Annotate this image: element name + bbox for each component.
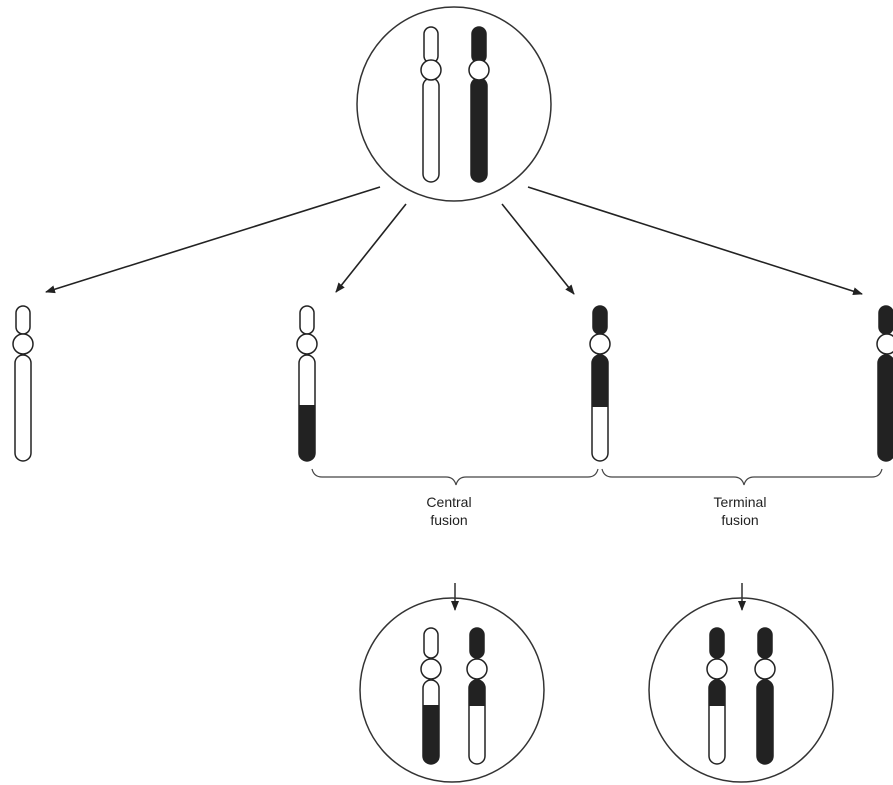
centromere (296, 333, 318, 355)
centromere (589, 333, 611, 355)
parent-cell (356, 6, 552, 202)
product-chromosome-2 (296, 305, 318, 462)
arrow-4 (527, 186, 863, 296)
central-brace (311, 468, 599, 486)
centromere (420, 59, 442, 81)
terminal-brace (601, 468, 883, 486)
central-label-line2: fusion (430, 512, 467, 528)
arrows (45, 186, 863, 296)
cell-outline (356, 6, 552, 202)
product-chromosome-4 (876, 305, 893, 462)
terminal-label-line2: fusion (721, 512, 758, 528)
product-chromosome-3 (589, 305, 611, 462)
arrow-2 (335, 203, 407, 293)
product-chromosome-1 (12, 305, 34, 462)
central-label-line1: Central (426, 494, 471, 510)
centromere (12, 333, 34, 355)
chromosome-white-black-end (420, 627, 442, 765)
chromosome-black (468, 26, 490, 183)
centromere (706, 658, 728, 680)
centromere (876, 333, 893, 355)
centromere (466, 658, 488, 680)
arrow-3 (501, 203, 575, 295)
cell-outline (359, 597, 545, 783)
centromere (468, 59, 490, 81)
terminal-fusion-cell (648, 597, 834, 783)
chromosome-black (754, 627, 776, 765)
centromere (420, 658, 442, 680)
central-fusion-cell (359, 597, 545, 783)
arrow-1 (45, 186, 381, 294)
chromosome-white (420, 26, 442, 183)
terminal-label-line1: Terminal (714, 494, 767, 510)
cell-outline (648, 597, 834, 783)
chromosome-black-white-end (706, 627, 728, 765)
chromosome-black-white-end (466, 627, 488, 765)
centromere (754, 658, 776, 680)
